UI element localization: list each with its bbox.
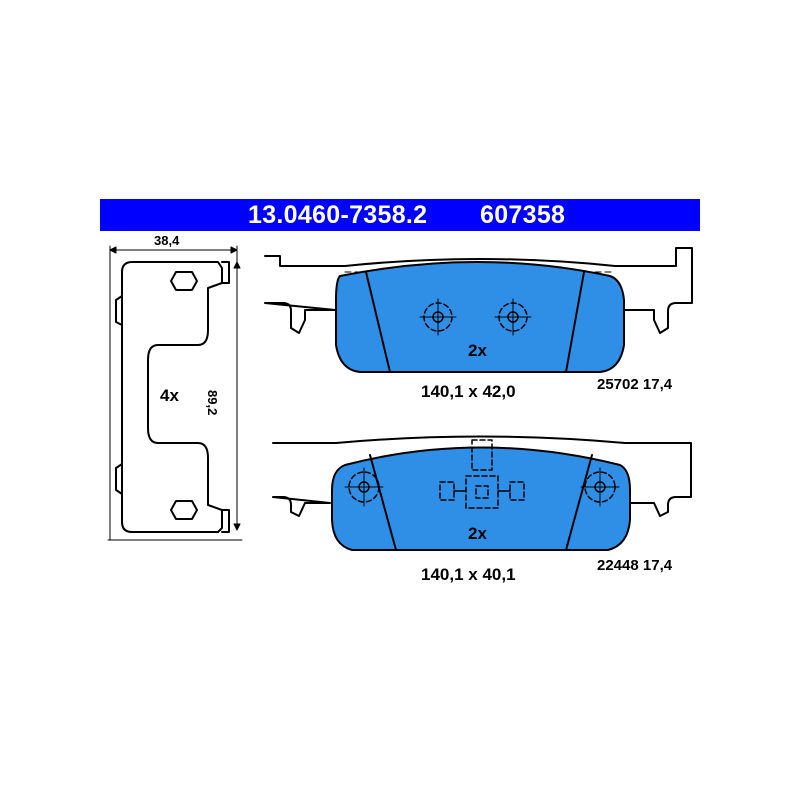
pad-slot-left-top	[365, 271, 391, 373]
friction-pad-top	[335, 261, 625, 373]
clip-hole-lower	[170, 500, 198, 520]
height-dimension-arrows	[233, 261, 241, 531]
friction-pad-bottom	[331, 446, 631, 551]
width-dimension-arrows	[109, 246, 238, 254]
mount-circle-bottom-left	[344, 467, 384, 507]
ref-number: 607358	[480, 201, 566, 229]
brake-pad-bottom	[272, 435, 692, 551]
pad-top-quantity: 2x	[468, 341, 487, 360]
clip-height-label: 89,2	[205, 390, 220, 416]
clip-tab-right-lower	[221, 509, 230, 533]
backing-plate-bottom	[272, 435, 692, 517]
pad-bottom-spec: 22448 17,4	[597, 557, 673, 574]
clip-width-label: 38,4	[154, 233, 180, 248]
mount-circle-top-left	[419, 298, 457, 336]
pad-top-spec: 25702 17,4	[597, 376, 673, 393]
clip-tab-right-upper	[221, 261, 230, 284]
spring-clip-outline	[121, 261, 223, 533]
pad-bottom-dimensions: 140,1 x 40,1	[421, 565, 516, 584]
brake-pad-top	[264, 247, 693, 373]
header-bar: 13.0460-7358.2 607358	[100, 199, 700, 231]
pad-top-dimensions: 140,1 x 42,0	[421, 382, 516, 401]
backing-plate-top	[264, 247, 693, 334]
spring-clip	[107, 245, 243, 541]
mount-circle-bottom-right	[580, 467, 620, 507]
clip-hole-upper	[170, 271, 198, 291]
clip-quantity-label: 4x	[160, 386, 179, 405]
pad-slot-left-bottom	[369, 454, 397, 551]
part-number: 13.0460-7358.2	[248, 201, 428, 229]
mount-circle-top-right	[494, 298, 532, 336]
pad-slot-right-top	[565, 271, 585, 373]
pad-bottom-quantity: 2x	[468, 524, 487, 543]
clip-tab-upper	[115, 295, 123, 326]
center-clip-bottom	[439, 439, 525, 509]
pad-slot-right-bottom	[565, 454, 593, 551]
clip-tab-lower	[115, 463, 123, 495]
